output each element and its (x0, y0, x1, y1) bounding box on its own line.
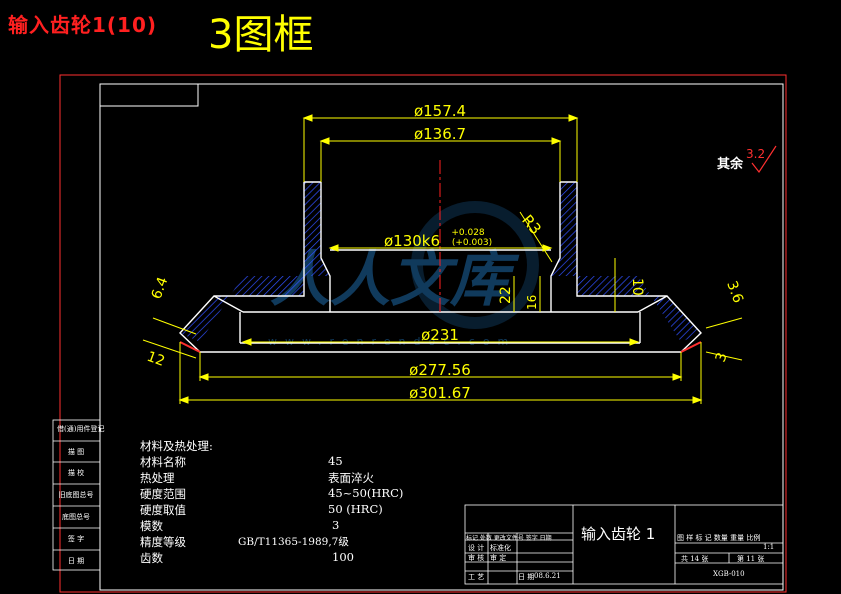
roughness-label: 其余 (717, 156, 744, 172)
inner-frame (99, 83, 784, 591)
dim-d157: ø157.4 (414, 102, 466, 120)
dim-d130: ø130k6 (384, 232, 440, 250)
tb-drawing-no: XGB-010 (713, 570, 745, 578)
tb-sheet-no: 第 11 张 (737, 555, 765, 563)
spec-value-4: 3 (332, 518, 340, 532)
spec-value-0: 45 (328, 454, 343, 468)
dim-d136: ø136.7 (414, 125, 466, 143)
dim-tol-upper: +0.028 (451, 228, 485, 238)
spec-value-5: GB/T11365-1989,7级 (238, 536, 349, 548)
spec-label-1: 热处理 (140, 471, 175, 485)
spec-value-2: 45~50(HRC) (328, 486, 404, 500)
dim-6-4: 6.4 (149, 275, 172, 301)
gear-section-hatch (180, 182, 701, 342)
side-label-2: 描 校 (67, 469, 85, 477)
side-label-1: 描 图 (67, 448, 85, 456)
corner-box (99, 83, 199, 107)
dimension-lines (142, 114, 743, 404)
tb-std: 标准化 (490, 544, 511, 552)
spec-label-6: 齿数 (140, 551, 163, 565)
dim-16: 16 (525, 295, 539, 310)
spec-heading: 材料及热处理: (140, 439, 213, 453)
title-block-grid (464, 504, 784, 585)
tb-date-value: 08.6.21 (534, 572, 561, 580)
spec-value-6: 100 (332, 550, 354, 564)
dim-3: 3 (713, 351, 731, 365)
side-label-5: 签 字 (67, 535, 85, 543)
tb-process: 工 艺 (468, 573, 485, 581)
side-label-4: 底图总号 (62, 513, 90, 521)
dim-tol-lower: (+0.003) (452, 238, 492, 248)
gear-outline (179, 181, 702, 353)
title-yellow: 3图框 (208, 12, 314, 58)
tb-review: 审 定 (490, 554, 507, 562)
tb-check: 审 核 (468, 554, 485, 562)
tb-stage-labels: 图 样 标 记 数量 重量 比例 (677, 534, 761, 542)
dim-d231: ø231 (421, 326, 459, 344)
spec-label-4: 模数 (140, 519, 163, 533)
tb-designer: 设 计 (468, 544, 485, 552)
dim-d301: ø301.67 (409, 384, 471, 402)
spec-label-5: 精度等级 (140, 535, 186, 549)
side-label-3: 旧底图总号 (58, 491, 94, 499)
part-name: 输入齿轮 1 (581, 525, 656, 543)
dim-10: 10 (629, 278, 645, 296)
dim-d277: ø277.56 (409, 361, 471, 379)
tb-date-label: 日 期 (518, 573, 535, 581)
spec-value-1: 表面淬火 (328, 471, 374, 485)
side-table-grid (52, 419, 101, 571)
dim-12: 12 (145, 349, 167, 370)
dim-3-6: 3.6 (723, 279, 746, 305)
title-red: 输入齿轮1(10) (8, 13, 158, 37)
outer-frame (59, 74, 787, 593)
tb-sheets: 共 14 张 (681, 555, 709, 563)
tb-scale: 1:1 (763, 543, 775, 551)
spec-value-3: 50 (HRC) (328, 502, 383, 516)
side-label-6: 日 期 (67, 557, 85, 565)
roughness-symbol (751, 145, 777, 174)
roughness-value: 3.2 (746, 147, 765, 161)
tb-header-row: 标记 处数 更改文件号 签字 日期 (466, 535, 552, 542)
side-label-0: 借(通)用件登记 (57, 425, 105, 433)
spec-label-2: 硬度范围 (140, 487, 186, 501)
spec-label-3: 硬度取值 (140, 503, 186, 517)
dim-22: 22 (498, 286, 514, 304)
spec-label-0: 材料名称 (140, 455, 186, 469)
